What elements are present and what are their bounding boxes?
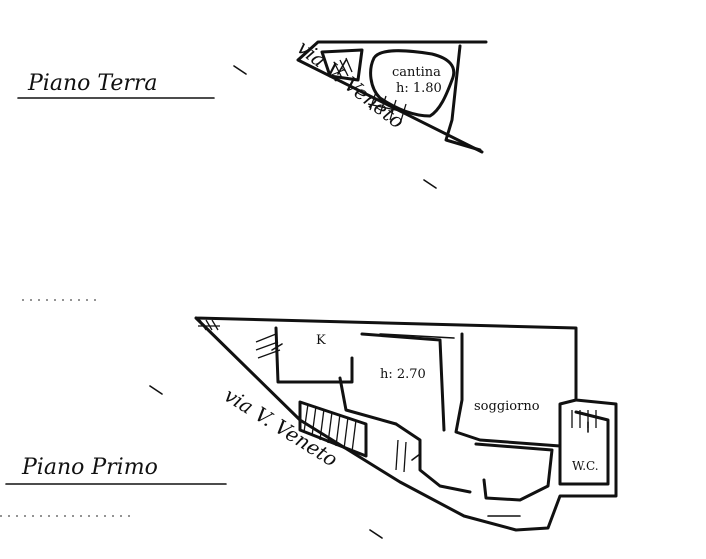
wc-walls [558,410,610,486]
wc-label: W.C. [572,459,599,473]
bedroom-walls [474,442,554,502]
ground-floor-outline [296,40,488,154]
kitchen-door-hatch [255,333,281,359]
ground-floor-arrow [337,59,347,75]
middle-room-bottom-walls [338,376,398,426]
first-floor-tick-a [149,385,163,395]
main-staircase [298,400,368,458]
kitchen-label: K [316,333,326,348]
ground-floor-tick-a [233,65,247,75]
ground-floor-right-bay [444,44,482,152]
hall-door-hatch [395,439,407,473]
first-floor-outline [194,316,618,532]
main-staircase-outline [298,400,368,458]
soggiorno-label: soggiorno [474,399,540,414]
cantina-label: cantina [392,65,441,80]
first-floor-street-label: via V. Veneto [220,383,342,472]
kitchen-walls [274,326,354,384]
ground-floor-stair-room [320,48,364,82]
hall-arrow [411,453,421,461]
cantina-height-label: h: 1.80 [396,81,442,96]
middle-room-walls [360,332,446,432]
kitchen-arrow [271,343,283,351]
ground-floor-tick-b [423,179,437,189]
soggiorno-walls [454,332,578,448]
ground-floor-title: Piano Terra [27,71,158,96]
first-floor-title: Piano Primo [21,455,158,480]
middle-room-height-label: h: 2.70 [380,367,426,382]
ground-floor-plan: Piano Terra cantina h: 1.80 via V. Venet… [17,35,488,189]
first-floor-plan: Piano Primo K h: 2.70 soggiorno [0,316,618,539]
cantina-room [369,49,456,118]
middle-room-top-line [379,333,455,339]
first-floor-tick-b [369,529,383,539]
ground-floor-door-hatch [367,91,415,125]
ground-floor-stair-hatch [333,57,353,79]
hall-walls [394,422,472,494]
first-floor-entry-hatch [198,319,220,331]
